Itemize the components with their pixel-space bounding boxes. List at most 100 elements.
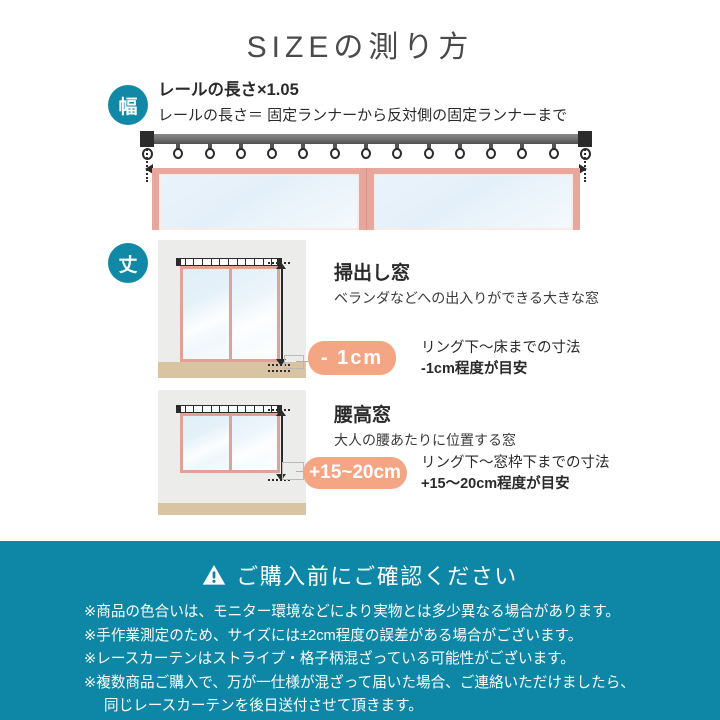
purchase-notice-band: ご購入前にご確認ください ※商品の色合いは、モニター環境などにより実物とは多少異… xyxy=(0,541,720,720)
rail-segment xyxy=(238,259,247,265)
sweep-measurement-pill: - 1cm xyxy=(308,341,396,375)
notice-heading: ご購入前にご確認ください xyxy=(236,564,518,589)
rail-segment xyxy=(203,259,212,265)
rail-segment xyxy=(186,406,195,412)
rail-segment xyxy=(229,259,238,265)
runner-ring xyxy=(517,148,528,159)
sweep-window-illustration xyxy=(158,240,306,378)
waist-window-subtitle: 大人の腰あたりに位置する窓 xyxy=(334,432,516,448)
runner-stem xyxy=(457,144,462,150)
mini-rail-endcap-left xyxy=(175,257,181,266)
extension-line-left xyxy=(146,138,148,182)
window-pane-left xyxy=(152,168,367,230)
runner-stem xyxy=(426,144,431,150)
curtain-rail-diagram xyxy=(140,130,592,182)
runner-stem xyxy=(238,144,243,150)
width-formula-line: レールの長さ×1.05 xyxy=(158,81,299,99)
rail-segment xyxy=(177,406,186,412)
sweep-height-dimension xyxy=(276,262,287,366)
extension-line-floor xyxy=(268,370,290,372)
runner-ring xyxy=(548,148,559,159)
rail-segment xyxy=(238,406,247,412)
extension-line-bottom xyxy=(268,364,290,366)
mini-rail-waist xyxy=(175,404,283,413)
wide-window-illustration xyxy=(152,168,580,230)
width-badge: 幅 xyxy=(108,85,148,125)
glass-glare xyxy=(231,416,277,470)
window-glass-left xyxy=(159,174,359,230)
width-instruction-text: レールの長さ×1.05 レールの長さ＝ 固定ランナーから反対側の固定ランナーまで xyxy=(158,78,567,128)
extension-line-top xyxy=(268,409,290,411)
waist-measurement-pill: +15~20cm xyxy=(303,457,407,489)
notice-line-list: ※商品の色合いは、モニター環境などにより実物とは多少異なる場合があります。 ※手作… xyxy=(0,601,720,719)
dimension-line xyxy=(280,268,283,360)
window-pane-right xyxy=(366,168,580,230)
notice-line: ※商品の色合いは、モニター環境などにより実物とは多少異なる場合があります。 xyxy=(84,604,620,620)
mini-rail-endcap-right xyxy=(277,404,283,413)
runner-ring xyxy=(454,148,465,159)
rail-segment xyxy=(203,406,212,412)
page-title: SIZEの測り方 xyxy=(246,31,474,64)
runner-ring xyxy=(361,148,371,159)
runner-stem xyxy=(301,144,306,150)
rail-segment xyxy=(212,259,221,265)
notice-line: 同じレースカーテンを後日送付させて頂きます。 xyxy=(104,698,423,714)
arrowhead-down-icon xyxy=(276,474,286,481)
waist-measurement-text: リング下〜窓枠下までの寸法 +15〜20cm程度が目安 xyxy=(421,453,610,495)
runner-ring xyxy=(392,148,403,159)
arrowhead-up-icon xyxy=(276,262,286,269)
mini-rail-endcap-left xyxy=(175,404,181,413)
runner-stem xyxy=(270,144,275,150)
runner-ring xyxy=(329,148,340,159)
arrowhead-left-icon xyxy=(145,164,153,174)
sweep-measurement-text: リング下〜床までの寸法 -1cm程度が目安 xyxy=(421,338,581,380)
extension-line-bottom xyxy=(268,479,290,481)
arrowhead-down-icon xyxy=(276,359,286,366)
runner-ring xyxy=(423,148,434,159)
sweep-glass-left xyxy=(183,269,232,359)
rail-segment xyxy=(194,406,204,412)
runner-ring xyxy=(235,148,246,159)
dimension-line xyxy=(280,415,283,475)
sweep-window-subtitle: ベランダなどへの出入りができる大きな窓 xyxy=(334,290,600,306)
waist-glass-right xyxy=(231,416,277,470)
waist-window-illustration xyxy=(158,390,306,515)
rail-segment xyxy=(255,259,264,265)
runner-stem xyxy=(520,144,525,150)
runner-stem xyxy=(551,144,556,150)
rail-bar xyxy=(152,134,580,144)
floor-surface xyxy=(158,503,306,515)
warning-triangle-icon xyxy=(203,565,226,585)
rail-segment xyxy=(186,259,195,265)
waist-measure-line2: +15〜20cm程度が目安 xyxy=(421,476,570,492)
runner-ring xyxy=(267,148,278,159)
runner-ring xyxy=(298,148,309,159)
sweep-measure-line1: リング下〜床までの寸法 xyxy=(421,340,581,356)
runner-ring xyxy=(173,148,184,159)
glass-glare xyxy=(183,416,229,470)
notice-heading-row: ご購入前にご確認ください xyxy=(0,541,720,591)
waist-measure-line1: リング下〜窓枠下までの寸法 xyxy=(421,455,610,471)
runner-ring xyxy=(204,148,215,159)
notice-line: ※レースカーテンはストライプ・格子柄混ざっている可能性がございます。 xyxy=(84,651,575,667)
runner-stem xyxy=(207,144,212,150)
glass-glare xyxy=(231,269,277,359)
floor-surface xyxy=(158,362,306,378)
sweep-measure-line2: -1cm程度が目安 xyxy=(421,361,528,377)
rail-segment xyxy=(194,259,204,265)
sweep-callout-line xyxy=(296,361,316,363)
glass-glare xyxy=(183,269,229,359)
arrowhead-up-icon xyxy=(276,409,286,416)
runner-stem xyxy=(364,144,368,150)
waist-glass-left xyxy=(183,416,232,470)
runner-stem xyxy=(332,144,337,150)
notice-line: ※複数商品ご購入で、万が一仕様が混ざって届いた場合、ご連絡いただけましたら、 xyxy=(84,674,635,691)
notice-line: ※手作業測定のため、サイズには±2cm程度の誤差がある場合がございます。 xyxy=(84,627,583,644)
window-glass-right xyxy=(373,174,573,230)
length-badge: 丈 xyxy=(108,243,148,283)
rail-segment xyxy=(255,406,264,412)
waist-window-title: 腰高窓 xyxy=(334,405,392,426)
rail-segment xyxy=(246,406,256,412)
runner-stem xyxy=(395,144,400,150)
